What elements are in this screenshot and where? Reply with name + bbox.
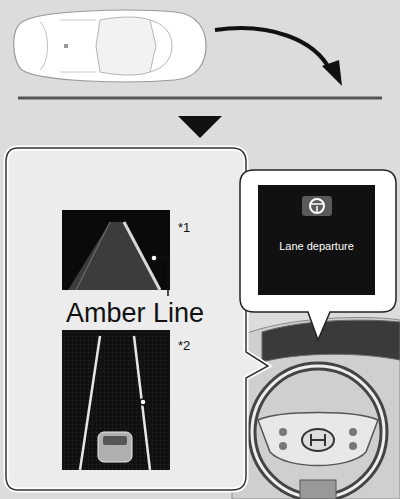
screen-1 — [62, 210, 170, 290]
lane-warning-icon — [302, 196, 332, 216]
leader-lines — [140, 255, 168, 405]
display-screen-box: Lane departure — [258, 185, 375, 295]
callout-number: *2 — [178, 338, 190, 353]
callout-panel-box: *1Amber Line *2 — [8, 150, 244, 488]
part-label: Amber Line — [66, 298, 204, 329]
callout-panel — [6, 148, 268, 490]
display-message: Lane departure — [258, 240, 375, 252]
display-screen — [258, 185, 375, 295]
car-top-view — [14, 10, 206, 82]
drift-arrow — [215, 28, 342, 86]
steering-wheel-illustration — [232, 317, 400, 499]
callout-bubble — [240, 170, 396, 340]
screen-2 — [62, 330, 170, 470]
callout-number: *1 — [178, 220, 190, 235]
lane-marking — [18, 97, 382, 100]
down-triangle — [178, 116, 222, 138]
